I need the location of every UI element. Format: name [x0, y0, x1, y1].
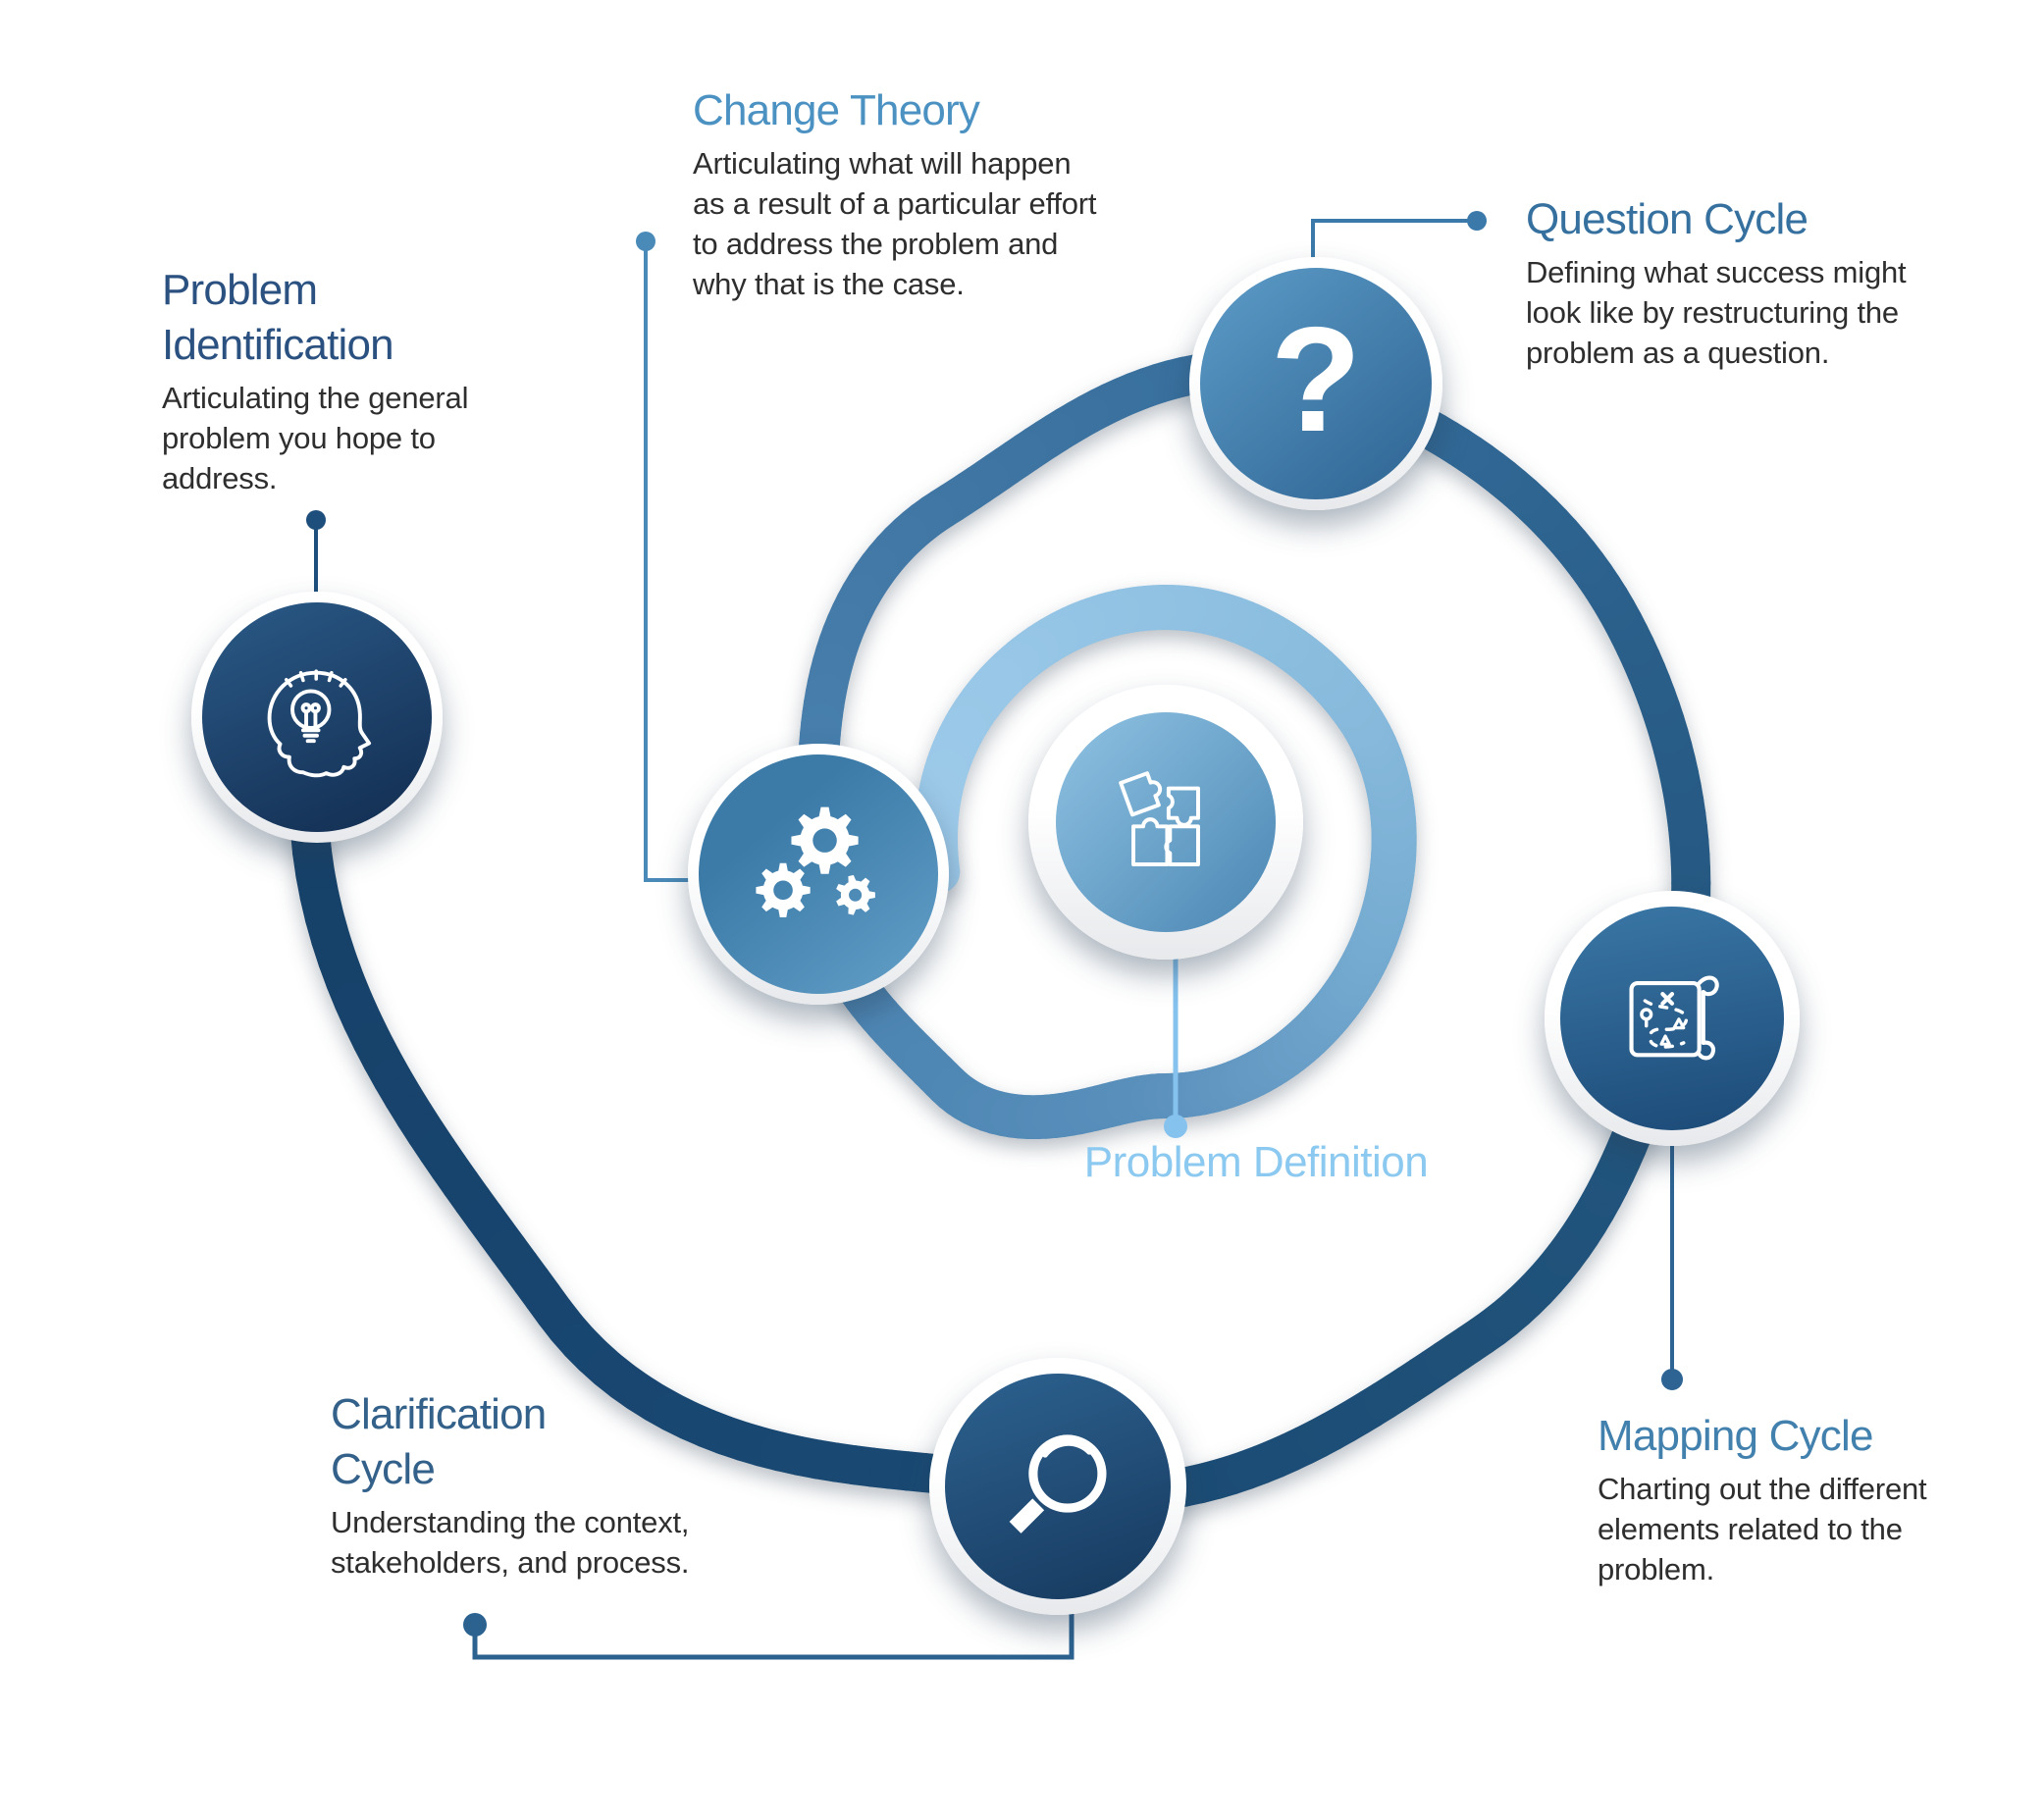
problem-identification-description: Articulating the general problem you hop…	[162, 380, 469, 495]
callout-question-cycle: Question Cycle Defining what success mig…	[1526, 192, 1907, 374]
problem-definition-title: Problem Definition	[1083, 1138, 1429, 1186]
callout-change-theory: Change Theory Articulating what will hap…	[693, 83, 1097, 305]
gears-icon	[756, 806, 875, 917]
change-theory-dot	[636, 232, 655, 251]
question-cycle-dot	[1467, 211, 1487, 231]
node-clarification-cycle	[929, 1358, 1186, 1615]
callout-connectors	[306, 211, 1683, 1660]
question-cycle-description: Defining what success might look like by…	[1526, 254, 1907, 370]
problem-definition-dot	[1164, 1115, 1187, 1138]
change-theory-line	[644, 250, 697, 882]
spiral-outer-arc	[288, 360, 1711, 1514]
callout-clarification-cycle: Clarification Cycle Understanding the co…	[331, 1387, 690, 1584]
node-change-theory	[688, 744, 949, 1005]
callout-mapping-cycle: Mapping Cycle Charting out the different…	[1598, 1409, 1927, 1590]
problem-identification-title: Problem Identification	[162, 266, 394, 369]
mapping-cycle-title: Mapping Cycle	[1598, 1412, 1873, 1460]
clarification-cycle-line	[472, 1614, 1074, 1660]
mapping-cycle-description: Charting out the different elements rela…	[1598, 1471, 1927, 1586]
clarification-cycle-description: Understanding the context, stakeholders,…	[331, 1504, 690, 1580]
node-problem-identification	[191, 592, 443, 843]
question-cycle-line	[1311, 219, 1468, 267]
head-lightbulb-icon	[267, 669, 372, 778]
clarification-cycle-title: Clarification Cycle	[331, 1390, 547, 1493]
clarification-cycle-dot	[463, 1613, 487, 1637]
treasure-map-icon	[1629, 975, 1719, 1061]
puzzle-icon	[1119, 771, 1200, 866]
change-theory-description: Articulating what will happen as a resul…	[693, 145, 1097, 301]
problem-identification-dot	[306, 510, 326, 530]
node-problem-definition	[1028, 685, 1303, 960]
callout-problem-identification: Problem Identification Articulating the …	[162, 263, 468, 498]
magnifier-icon	[1009, 1434, 1107, 1533]
change-theory-title: Change Theory	[693, 86, 980, 134]
node-question-cycle: ?	[1189, 257, 1442, 510]
question-cycle-title: Question Cycle	[1526, 195, 1808, 243]
node-mapping-cycle	[1545, 891, 1800, 1146]
mapping-cycle-dot	[1661, 1369, 1683, 1390]
question-mark-icon: ?	[1270, 296, 1362, 463]
